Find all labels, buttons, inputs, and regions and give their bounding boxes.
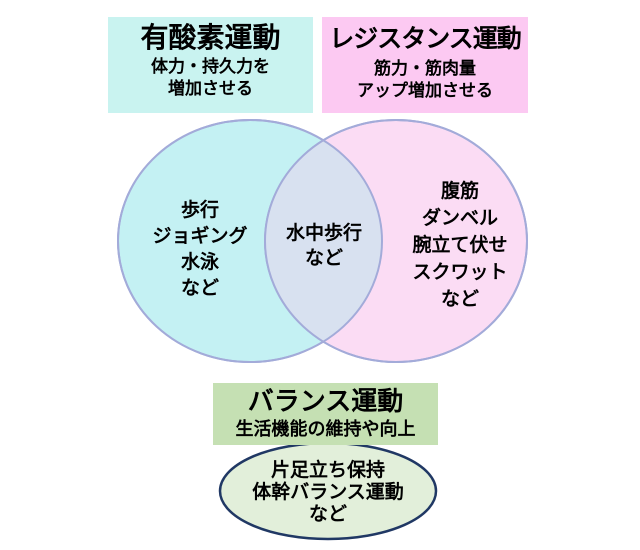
resistance-example-item: ダンベル xyxy=(421,208,498,229)
balance-title: バランス運動 xyxy=(247,386,404,416)
overlap-region xyxy=(265,120,382,362)
resistance-header: レジスタンス運動 筋力・筋肉量 アップ増加させる xyxy=(322,17,528,113)
resistance-subtitle-line: 筋力・筋肉量 xyxy=(374,59,476,78)
resistance-circle-outline xyxy=(264,119,528,363)
balance-header: バランス運動 生活機能の維持や向上 xyxy=(213,383,438,445)
balance-subtitle: 生活機能の維持や向上 xyxy=(235,419,416,439)
balance-example-item: 体幹バランス運動 xyxy=(252,482,404,503)
resistance-example-item: 腹筋 xyxy=(440,181,479,202)
resistance-subtitle-line: アップ増加させる xyxy=(357,81,493,100)
aerobic-examples: 歩行 ジョギング 水泳 など xyxy=(130,198,270,302)
resistance-examples: 腹筋 ダンベル 腕立て伏せ スクワット など xyxy=(385,178,535,313)
aerobic-header: 有酸素運動 体力・持久力を 増加させる xyxy=(108,17,313,113)
aerobic-subtitle-line: 増加させる xyxy=(168,79,253,98)
overlap-examples: 水中歩行 など xyxy=(254,221,394,271)
balance-example-item: など xyxy=(308,504,347,525)
balance-example-item: 片足立ち保持 xyxy=(270,460,385,481)
resistance-title: レジスタンス運動 xyxy=(329,25,522,53)
aerobic-title: 有酸素運動 xyxy=(140,22,281,53)
resistance-example-item: スクワット xyxy=(412,262,508,283)
aerobic-example-item: 水泳 xyxy=(180,252,219,273)
aerobic-example-item: 歩行 xyxy=(180,200,219,221)
aerobic-example-item: など xyxy=(180,278,219,299)
aerobic-circle-outline xyxy=(117,119,383,363)
balance-examples: 片足立ち保持 体幹バランス運動 など xyxy=(243,460,413,526)
overlap-example-item: など xyxy=(304,248,343,269)
aerobic-example-item: ジョギング xyxy=(152,226,248,247)
resistance-example-item: など xyxy=(440,289,479,310)
aerobic-subtitle-line: 体力・持久力を xyxy=(151,57,270,76)
resistance-example-item: 腕立て伏せ xyxy=(412,235,508,256)
overlap-example-item: 水中歩行 xyxy=(285,223,362,244)
